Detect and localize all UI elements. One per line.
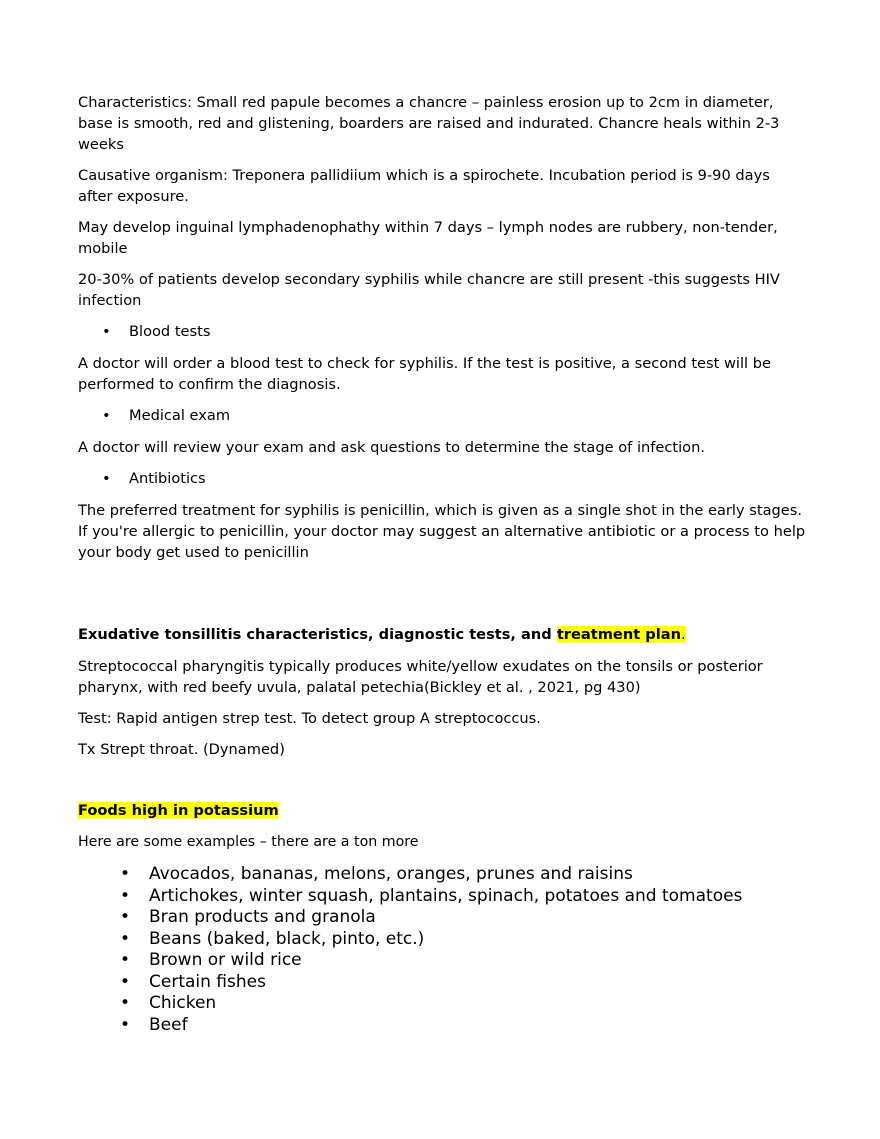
bullet-label: Antibiotics [129,470,206,487]
potassium-intro: Here are some examples – there are a ton… [78,834,419,850]
list-item: •Certain fishes [120,971,266,992]
bullet-icon: • [120,907,131,927]
bullet-icon: • [102,470,111,487]
bullet-label: Blood tests [129,323,211,340]
blood-tests-paragraph: A doctor will order a blood test to chec… [78,355,771,393]
bullet-antibiotics: • Antibiotics [78,468,808,489]
potassium-food-list: •Avocados, bananas, melons, oranges, pru… [78,864,808,1036]
tonsillitis-heading: Exudative tonsillitis characteristics, d… [78,624,808,645]
list-item: •Beans (baked, black, pinto, etc.) [120,928,425,949]
bullet-icon: • [102,323,111,340]
antibiotics-paragraph: The preferred treatment for syphilis is … [78,502,806,561]
bullet-icon: • [120,864,131,884]
potassium-heading: Foods high in potassium [78,800,808,821]
bullet-icon: • [120,1014,131,1035]
list-item: •Avocados, bananas, melons, oranges, pru… [120,864,633,884]
list-item: •Chicken [120,993,217,1013]
bullet-label: Medical exam [129,407,231,424]
highlighted-text: treatment plan [556,626,681,643]
bullet-icon: • [102,407,111,424]
list-item: •Brown or wild rice [120,950,302,970]
characteristics-paragraph: Characteristics: Small red papule become… [78,94,780,153]
medical-exam-paragraph: A doctor will review your exam and ask q… [78,439,705,456]
strep-treatment-paragraph: Tx Strept throat. (Dynamed) [78,741,285,758]
bullet-icon: • [120,971,131,992]
list-item: •Beef [120,1014,188,1035]
bullet-medical-exam: • Medical exam [78,405,808,426]
strep-description-paragraph: Streptococcal pharyngitis typically prod… [78,658,763,696]
bullet-icon: • [120,885,131,906]
bullet-icon: • [120,928,131,949]
strep-test-paragraph: Test: Rapid antigen strep test. To detec… [78,710,541,727]
heading-period: . [680,626,686,643]
document-page: Characteristics: Small red papule become… [78,92,808,1036]
bullet-icon: • [120,993,131,1013]
bullet-blood-tests: • Blood tests [78,321,808,342]
lymphadenopathy-paragraph: May develop inguinal lymphadenophathy wi… [78,219,778,257]
list-item: •Bran products and granola [120,907,376,927]
bullet-icon: • [120,950,131,970]
secondary-syphilis-paragraph: 20-30% of patients develop secondary syp… [78,271,780,309]
causative-organism-paragraph: Causative organism: Treponera pallidiium… [78,167,770,205]
heading-text: Exudative tonsillitis characteristics, d… [78,626,557,643]
list-item: •Artichokes, winter squash, plantains, s… [120,885,743,906]
highlighted-text: Foods high in potassium [78,802,279,819]
